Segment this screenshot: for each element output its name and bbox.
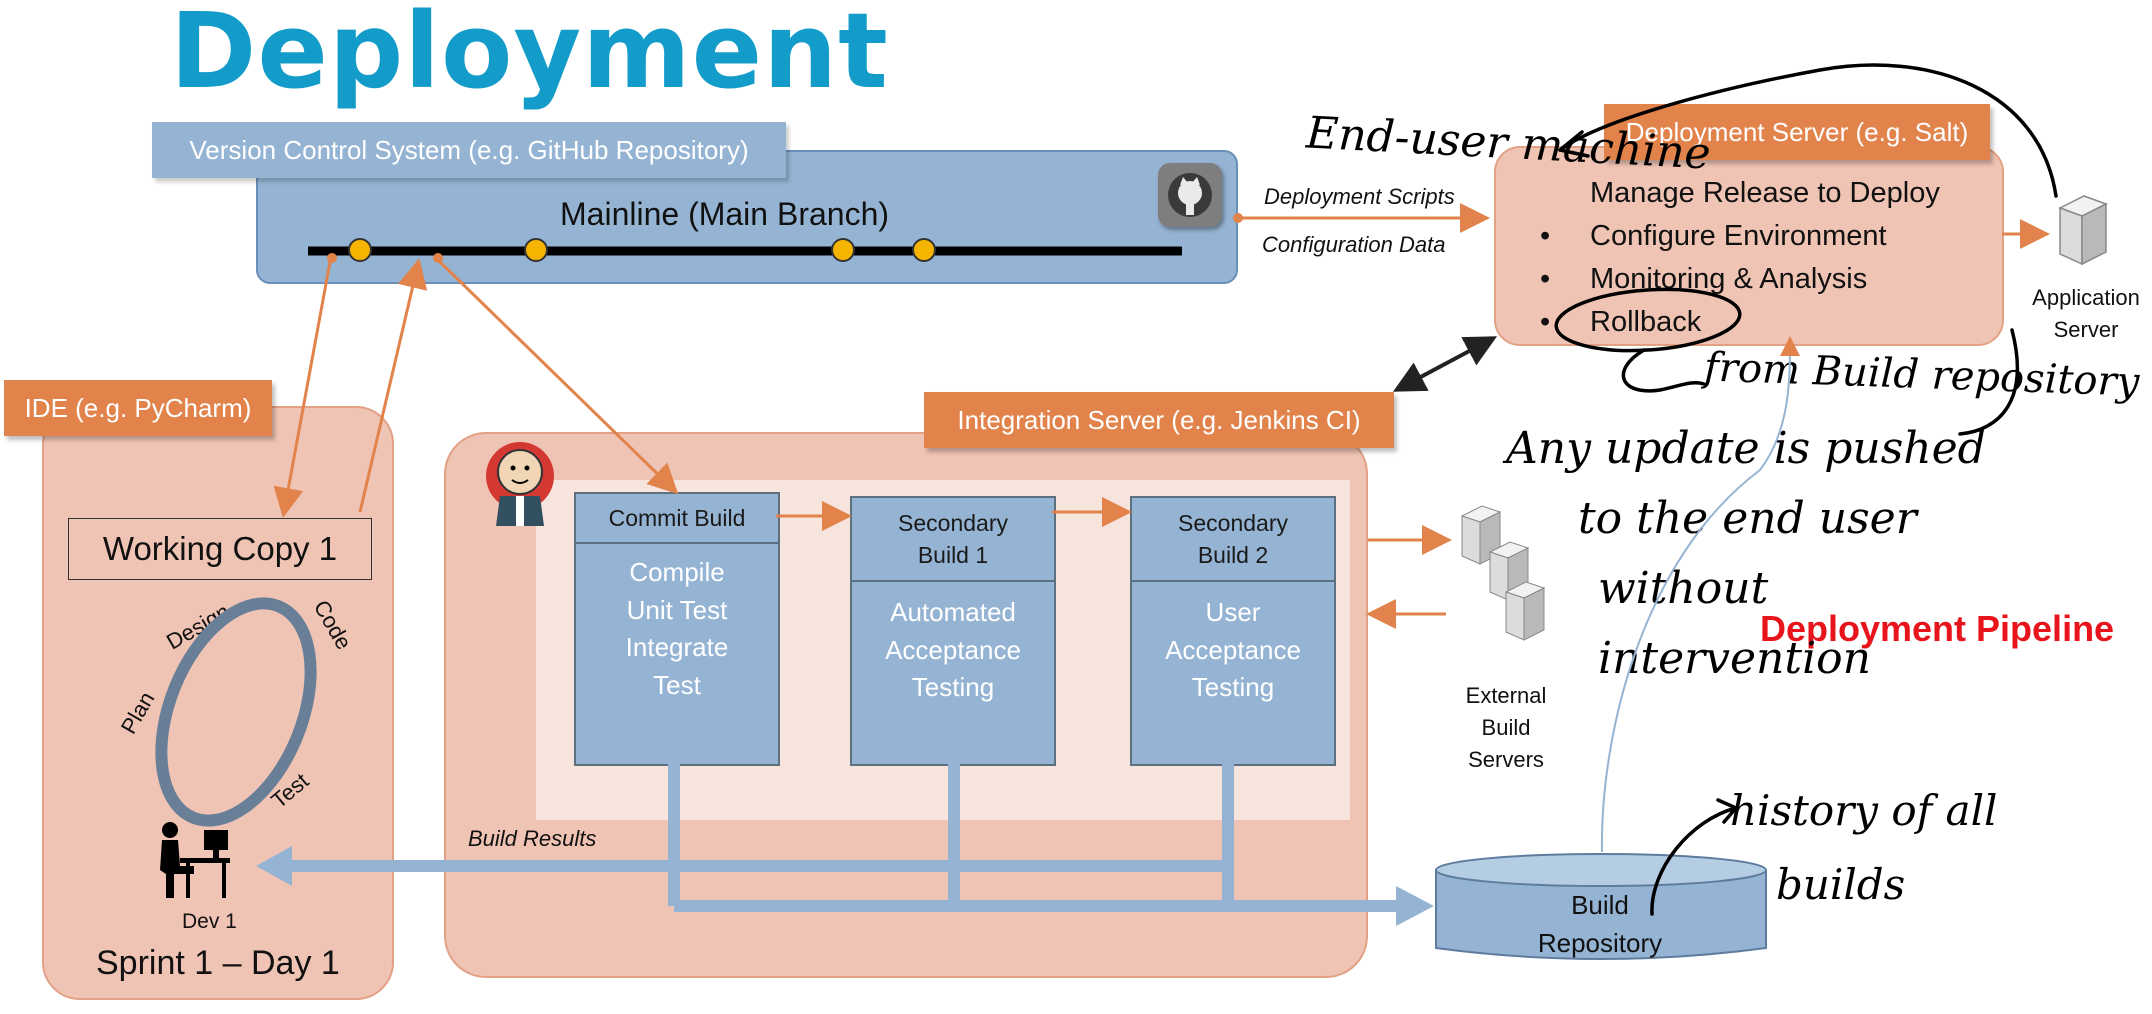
external-build-servers-icon [1456, 500, 1576, 665]
build-body: User Acceptance Testing [1165, 597, 1301, 703]
handwritten-history-note: history of all builds [1730, 786, 1998, 909]
list-item: •Configure Environment [1540, 220, 1887, 252]
build-head: Commit Build [576, 494, 778, 544]
build-body: Compile Unit Test Integrate Test [625, 557, 729, 701]
sprint-label: Sprint 1 – Day 1 [96, 944, 340, 982]
list-item: Manage Release to Deploy [1590, 177, 1940, 209]
deployment-server-label: Deployment Server (e.g. Salt) [1604, 104, 1990, 160]
github-icon [1158, 163, 1222, 227]
handwritten-update-note: Any update is pushed to the end user wit… [1506, 423, 1986, 684]
build-results-label: Build Results [468, 826, 597, 851]
deployment-server-list: Manage Release to Deploy •Configure Envi… [1540, 172, 1940, 344]
dev-label: Dev 1 [182, 910, 237, 933]
build-head: Secondary Build 2 [1132, 498, 1334, 582]
ide-panel [42, 406, 394, 1000]
ide-label: IDE (e.g. PyCharm) [4, 380, 272, 436]
application-server-label: Application Server [2032, 285, 2140, 342]
deployment-scripts-label: Deployment Scripts [1264, 184, 1455, 209]
build-repository-label: Build Repository [1537, 890, 1663, 958]
commit-dots [348, 238, 936, 262]
build-repository-icon [1434, 852, 1768, 977]
configuration-data-label: Configuration Data [1262, 232, 1446, 257]
working-copy-box: Working Copy 1 [68, 518, 372, 580]
developer-icon [150, 820, 236, 905]
secondary-build-2-column: Secondary Build 2 User Acceptance Testin… [1130, 496, 1336, 766]
dev-cycle-ellipse [155, 597, 317, 827]
mainline-label: Mainline (Main Branch) [560, 196, 890, 232]
jenkins-icon [480, 440, 560, 535]
build-results-pipes [290, 762, 1398, 912]
application-server-icon [2052, 190, 2112, 275]
integration-server-label: Integration Server (e.g. Jenkins CI) [924, 392, 1394, 448]
external-build-servers-label: External Build Servers [1465, 683, 1547, 772]
list-item: •Rollback [1540, 306, 1702, 338]
build-body: Automated Acceptance Testing [885, 597, 1021, 703]
deployment-server-panel [1494, 146, 2004, 346]
build-head: Secondary Build 1 [852, 498, 1054, 582]
page-title: Deployment [170, 0, 889, 112]
deployment-pipeline-label: Deployment Pipeline [1760, 608, 2115, 649]
vcs-label: Version Control System (e.g. GitHub Repo… [152, 122, 786, 178]
